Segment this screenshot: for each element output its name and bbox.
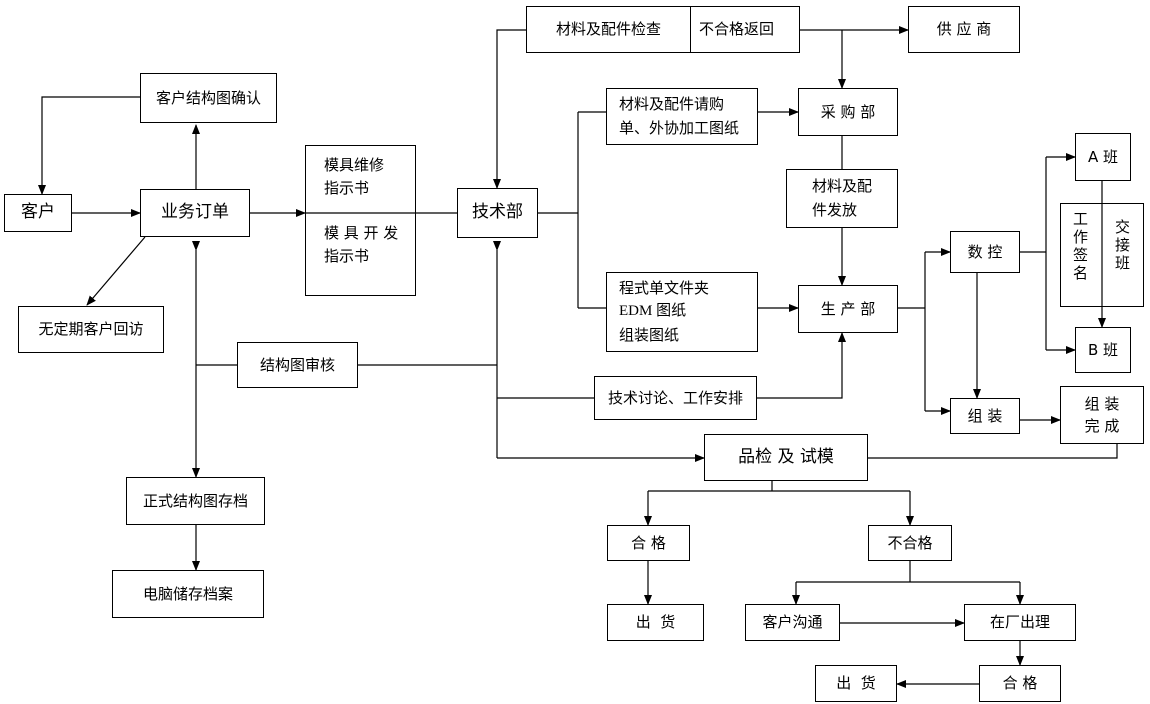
struct-confirm-box: 客户结构图确认 (140, 73, 277, 123)
material-check-divider (690, 7, 691, 52)
order-label: 业务订单 (161, 202, 229, 223)
handover-label: 交接班 (1112, 219, 1133, 273)
purchase-request-box: 材料及配件请购 单、外协加工图纸 (606, 88, 758, 145)
purchasing-label: 采 购 部 (820, 102, 876, 121)
edge-discussion-production (757, 332, 846, 399)
struct-review-label: 结构图审核 (259, 355, 335, 374)
shift-b-box: B 班 (1075, 327, 1131, 373)
customer-comm-box: 客户沟通 (745, 604, 840, 641)
purchasing-box: 采 购 部 (798, 88, 898, 136)
ship-label-2: 出 货 (836, 674, 876, 693)
customer-label: 客户 (21, 202, 55, 223)
formal-archive-label: 正式结构图存档 (142, 491, 248, 510)
qc-trial-label: 品检 及 试模 (738, 446, 834, 467)
edge-order-revisit (86, 236, 146, 306)
qualified-box-2: 合 格 (979, 665, 1061, 702)
cnc-label: 数 控 (967, 242, 1003, 261)
program-docs-line3: 组装图纸 (619, 325, 680, 344)
ship-label-1: 出 货 (635, 613, 676, 632)
mold-dev-text: 模 具 开 发 指示书 (324, 222, 398, 269)
material-issue-line1: 材料及配 (811, 177, 872, 196)
tech-dept-label: 技术部 (472, 202, 523, 223)
edge-check-tech (493, 29, 526, 189)
order-box: 业务订单 (140, 189, 250, 237)
program-docs-line2: EDM 图纸 (619, 303, 687, 320)
work-sign-label: 工作签名 (1070, 211, 1091, 283)
unqualified-label: 不合格 (887, 533, 933, 552)
mold-repair-line1: 模具维修 (324, 156, 385, 174)
shift-b-label: B 班 (1087, 340, 1119, 359)
qualified-label-2: 合 格 (1002, 674, 1038, 693)
program-docs-text: 程式单文件夹 EDM 图纸 组装图纸 (619, 277, 709, 347)
tech-discussion-box: 技术讨论、工作安排 (594, 376, 757, 420)
mold-dev-line2: 指示书 (324, 247, 370, 266)
factory-handle-label: 在厂出理 (989, 613, 1050, 632)
assembly-label: 组 装 (967, 406, 1003, 425)
shift-handover-box (1060, 203, 1144, 307)
material-check-label: 材料及配件检查 (555, 20, 661, 39)
mold-repair-text: 模具维修 指示书 (324, 154, 384, 201)
struct-review-box: 结构图审核 (237, 342, 358, 388)
shift-a-label: A 班 (1087, 147, 1119, 166)
factory-handle-box: 在厂出理 (964, 604, 1076, 641)
supplier-box: 供 应 商 (908, 6, 1020, 53)
purchase-request-text: 材料及配件请购 单、外协加工图纸 (619, 93, 739, 140)
program-docs-line1: 程式单文件夹 (619, 279, 710, 298)
shift-a-box: A 班 (1075, 133, 1131, 181)
customer-comm-label: 客户沟通 (762, 613, 823, 632)
purchase-request-line2: 单、外协加工图纸 (619, 118, 740, 137)
unqualified-box: 不合格 (868, 525, 952, 561)
return-unqualified-label: 不合格返回 (699, 20, 775, 39)
computer-archive-box: 电脑储存档案 (112, 570, 264, 618)
ship-box-1: 出 货 (607, 604, 704, 641)
mold-dev-line1: 模 具 开 发 (324, 224, 399, 242)
material-issue-line2: 件发放 (811, 200, 857, 219)
assembly-done-line1: 组 装 (1084, 394, 1120, 413)
computer-archive-label: 电脑储存档案 (142, 584, 233, 603)
material-issue-text: 材料及配 件发放 (812, 175, 872, 222)
assembly-done-box: 组 装 完 成 (1060, 386, 1144, 444)
assembly-done-text: 组 装 完 成 (1085, 393, 1120, 438)
ship-box-2: 出 货 (815, 665, 897, 702)
tech-discussion-label: 技术讨论、工作安排 (607, 388, 743, 407)
qualified-label: 合 格 (631, 533, 666, 552)
mold-instruction-box: 模具维修 指示书 模 具 开 发 指示书 (305, 145, 416, 296)
purchase-request-line1: 材料及配件请购 (619, 95, 725, 114)
qc-trial-box: 品检 及 试模 (704, 434, 868, 481)
material-issue-box: 材料及配 件发放 (786, 169, 898, 228)
revisit-label: 无定期客户回访 (38, 320, 144, 339)
program-docs-box: 程式单文件夹 EDM 图纸 组装图纸 (606, 272, 758, 352)
mold-repair-line2: 指示书 (324, 179, 370, 198)
material-check-box: 材料及配件检查 不合格返回 (526, 6, 800, 53)
struct-confirm-label: 客户结构图确认 (155, 88, 261, 107)
customer-box: 客户 (4, 194, 72, 232)
edge-done-qc (868, 444, 1118, 459)
cnc-box: 数 控 (950, 231, 1020, 273)
supplier-label: 供 应 商 (936, 20, 992, 39)
edge-confirm-customer (38, 96, 140, 195)
formal-archive-box: 正式结构图存档 (126, 477, 265, 525)
assembly-done-line2: 完 成 (1084, 417, 1120, 435)
assembly-box: 组 装 (950, 398, 1020, 434)
revisit-box: 无定期客户回访 (18, 306, 164, 353)
mold-box-divider (305, 212, 416, 214)
production-label: 生 产 部 (820, 299, 876, 318)
qualified-box: 合 格 (607, 525, 690, 561)
tech-dept-box: 技术部 (457, 188, 538, 238)
production-box: 生 产 部 (798, 285, 898, 333)
